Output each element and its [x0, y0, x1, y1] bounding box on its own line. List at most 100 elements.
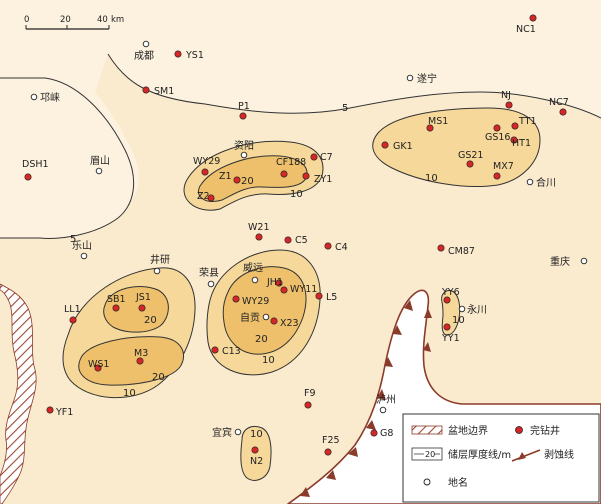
well-label-c5: C5 [295, 235, 308, 246]
well-label-n2: N2 [250, 456, 263, 467]
well-label-f25: F25 [322, 435, 340, 446]
well-label-z2: Z2 [197, 191, 210, 202]
town-label-chongqing: 重庆 [550, 255, 570, 268]
isopach-5m-north [107, 53, 601, 119]
well-label-p1: P1 [238, 101, 250, 112]
well-marker-c5 [284, 236, 292, 244]
well-marker-sb1 [112, 304, 120, 312]
well-marker-g8 [370, 429, 378, 437]
well-marker-wy29 [201, 168, 209, 176]
well-label-cm87: CM87 [448, 246, 475, 257]
contour-label-20-ziyang: 20 [241, 176, 254, 187]
legend: 盆地边界 完钻井 20 储层厚度线/m 剥蚀线 地名 [402, 413, 600, 503]
well-label-gs21: GS21 [458, 150, 483, 161]
scale-tick-40: 40 [97, 15, 108, 25]
contour-label-20-m3: 20 [152, 372, 165, 383]
isopach-20m-js [103, 286, 169, 333]
well-marker-mx7 [493, 172, 501, 180]
well-marker-c4 [324, 242, 332, 250]
well-marker-tt1 [511, 122, 519, 130]
legend-place: 地名 [448, 476, 468, 489]
town-marker-hechuan [526, 178, 534, 186]
town-marker-leshan [80, 252, 88, 260]
town-marker-chongqing [580, 257, 588, 265]
well-marker-yf1 [46, 406, 54, 414]
well-marker-ys1 [174, 50, 182, 58]
well-label-sm1: SM1 [154, 86, 174, 97]
legend-isopach-swatch [411, 447, 443, 461]
well-marker-nj [505, 101, 513, 109]
town-label-qionglai: 邛崃 [40, 92, 60, 104]
legend-well: 完钻井 [530, 424, 560, 437]
well-label-gk1: GK1 [393, 141, 413, 152]
town-label-ziyang: 资阳 [234, 140, 254, 152]
scale-tick-0: 0 [24, 15, 29, 25]
well-label-jh1: JH1 [266, 277, 283, 288]
well-label-f9: F9 [304, 388, 316, 399]
well-label-l5: L5 [326, 292, 337, 303]
basin-boundary [0, 283, 37, 504]
town-label-chengdu: 成都 [134, 50, 154, 62]
legend-basin-boundary: 盆地边界 [448, 424, 488, 437]
town-label-yibin: 宜宾 [212, 426, 232, 439]
town-marker-yibin [234, 428, 242, 436]
well-marker-z1 [233, 176, 241, 184]
contour-label-5-west: 5 [70, 234, 76, 245]
well-label-gs16: GS16 [485, 132, 510, 143]
legend-erosion-line: 剥蚀线 [544, 448, 574, 461]
well-marker-x23 [270, 317, 278, 325]
well-marker-yy6 [443, 296, 451, 304]
well-marker-js1 [138, 304, 146, 312]
well-marker-cf188 [280, 170, 288, 178]
well-marker-ht1 [510, 136, 518, 144]
contour-label-10-weiyuan: 10 [262, 355, 275, 366]
well-marker-w21 [255, 233, 263, 241]
well-label-mx7: MX7 [493, 161, 514, 172]
well-marker-l5 [315, 292, 323, 300]
isopach-10m-n2 [240, 426, 272, 481]
well-marker-f25 [324, 448, 332, 456]
town-label-zigong: 自贡 [240, 311, 260, 324]
legend-well-marker [515, 426, 523, 434]
contour-label-10-gk: 10 [425, 173, 438, 184]
well-label-ll1: LL1 [64, 304, 81, 315]
contour-label-20-js: 20 [144, 315, 157, 326]
well-label-yf1: YF1 [55, 407, 73, 418]
well-label-nc1: NC1 [516, 24, 536, 35]
town-label-jingyan: 井研 [150, 253, 170, 266]
town-label-hechuan: 合川 [536, 176, 556, 189]
town-label-rongxian: 荣县 [199, 267, 219, 279]
well-marker-ws1 [94, 364, 102, 372]
town-label-meishan: 眉山 [90, 155, 110, 167]
well-label-yy6: YY6 [441, 287, 460, 298]
well-marker-f9 [304, 401, 312, 409]
town-marker-luzhou [379, 406, 387, 414]
west-lobe [0, 78, 134, 239]
well-marker-nc1 [529, 14, 537, 22]
well-label-x23: X23 [280, 318, 299, 329]
town-marker-yongchuan [458, 305, 466, 313]
well-label-g8: G8 [380, 428, 393, 439]
town-label-luzhou: 泸州 [376, 394, 396, 406]
town-label-suining: 遂宁 [417, 72, 437, 85]
town-label-weiyuan: 威远 [243, 261, 263, 274]
well-marker-n2 [251, 446, 259, 454]
well-label-ht1: HT1 [512, 138, 531, 149]
well-marker-yy1 [443, 323, 451, 331]
town-marker-rongxian [207, 280, 215, 288]
well-marker-z2 [207, 194, 215, 202]
well-label-ys1: YS1 [185, 50, 204, 61]
contour-label-10-ziyang: 10 [290, 189, 303, 200]
scale-unit: km [111, 15, 124, 25]
well-label-sb1: SB1 [107, 294, 126, 305]
well-label-z1: Z1 [219, 171, 232, 182]
well-marker-zy1 [302, 172, 310, 180]
well-label-wy29: WY29 [193, 156, 220, 167]
well-marker-jh1 [275, 279, 283, 287]
contour-label-5-north: 5 [342, 103, 348, 114]
well-marker-gs21 [466, 160, 474, 168]
isopach-20m-m3 [78, 336, 184, 386]
well-marker-c7 [310, 153, 318, 161]
